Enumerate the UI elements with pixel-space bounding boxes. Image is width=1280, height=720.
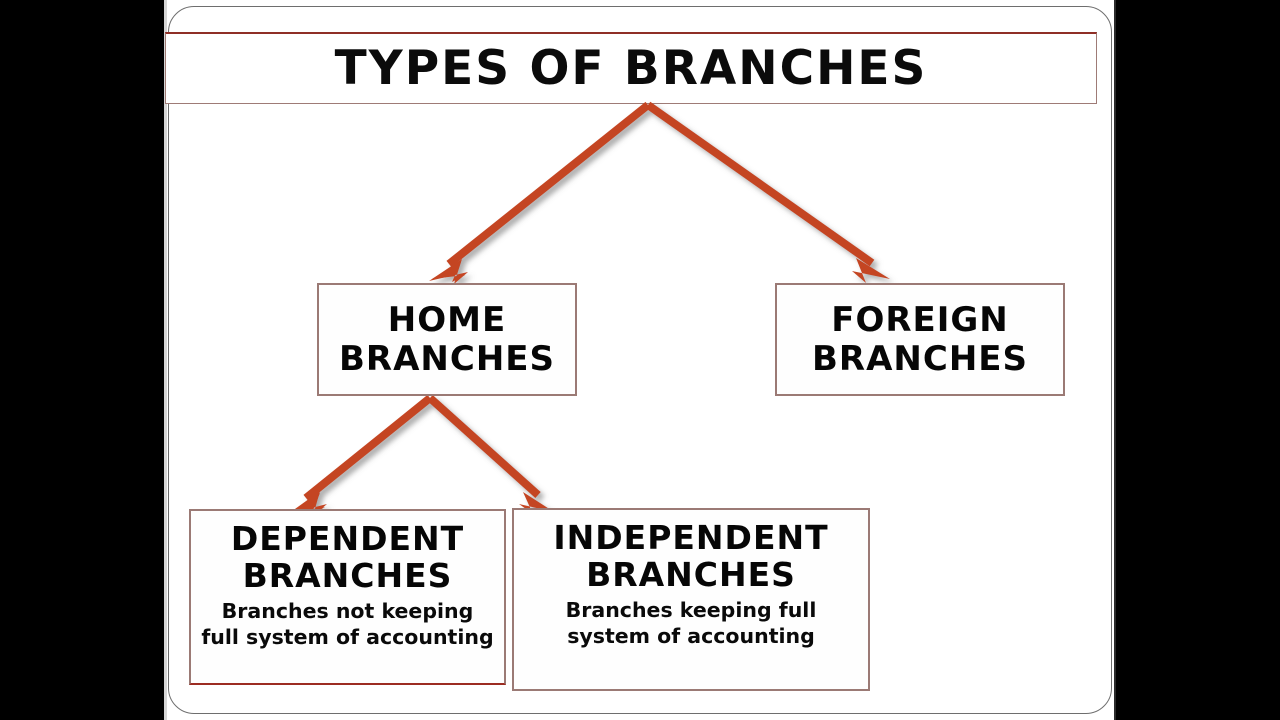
video-frame-right-edge [1114, 0, 1116, 720]
node-dependent-branches-line2: BRANCHES [242, 555, 453, 595]
node-home-branches-line2: BRANCHES [339, 338, 555, 379]
node-foreign-branches[interactable]: FOREIGN BRANCHES [775, 283, 1065, 396]
slide-title-box: TYPES OF BRANCHES [165, 32, 1097, 104]
node-home-branches[interactable]: HOME BRANCHES [317, 283, 577, 396]
slide-title-text: TYPES OF BRANCHES [334, 41, 928, 96]
node-dependent-branches-desc-line1: Branches not keeping [221, 598, 474, 623]
node-foreign-branches-line1: FOREIGN [831, 299, 1009, 340]
node-independent-branches-line2: BRANCHES [586, 554, 796, 594]
video-frame-left-edge [164, 0, 167, 720]
node-independent-branches-desc-line2: system of accounting [567, 623, 815, 648]
node-dependent-branches-desc-line2: full system of accounting [201, 624, 494, 649]
node-dependent-branches[interactable]: DEPENDENT BRANCHES Branches not keeping … [189, 509, 506, 685]
node-independent-branches-line1: INDEPENDENT [553, 518, 829, 557]
node-foreign-branches-line2: BRANCHES [812, 338, 1028, 379]
node-independent-branches[interactable]: INDEPENDENT BRANCHES Branches keeping fu… [512, 508, 870, 691]
node-dependent-branches-line1: DEPENDENT [230, 519, 465, 558]
node-independent-branches-desc-line1: Branches keeping full [565, 597, 817, 622]
node-home-branches-line1: HOME [387, 299, 507, 340]
